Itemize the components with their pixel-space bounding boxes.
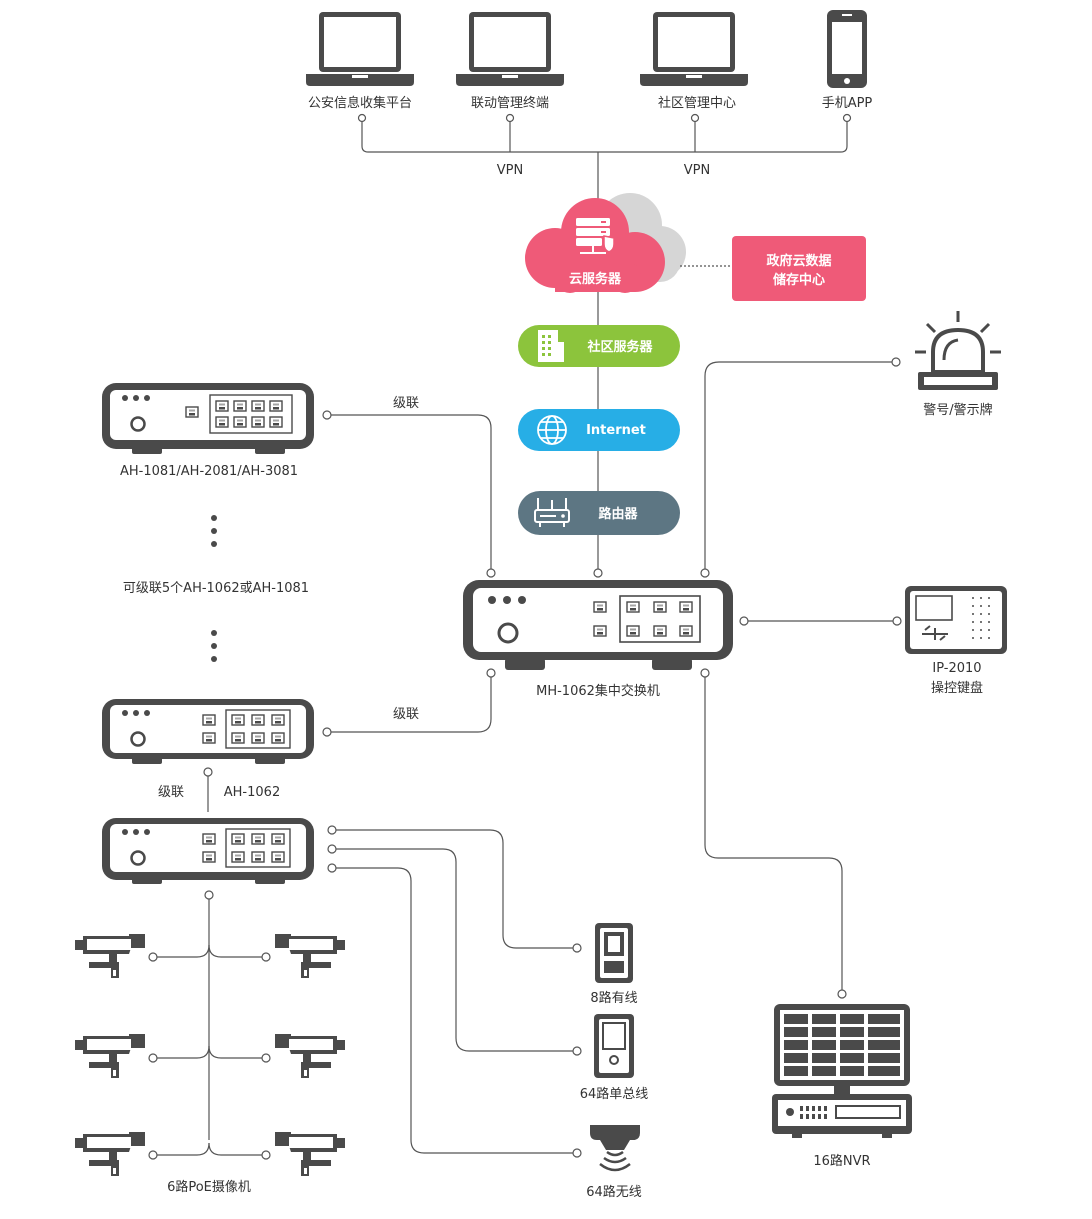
camera-5 bbox=[75, 1132, 145, 1176]
keypad-device: IP-2010 操控键盘 bbox=[905, 586, 1007, 696]
camera-4 bbox=[275, 1034, 345, 1078]
client-public-security: 公安信息收集平台 bbox=[306, 12, 414, 111]
globe-icon bbox=[537, 415, 567, 445]
cascade-note: 可级联5个AH-1062或AH-1081 bbox=[123, 581, 309, 596]
router-icon bbox=[534, 498, 570, 527]
camera-icon bbox=[275, 934, 345, 978]
alarm-light-icon bbox=[915, 311, 1001, 390]
camera-2 bbox=[275, 934, 345, 978]
server-icon bbox=[576, 218, 615, 254]
laptop-icon bbox=[640, 12, 748, 86]
vpn-left-label: VPN bbox=[497, 163, 523, 178]
wireless-sensor-icon bbox=[590, 1125, 640, 1140]
vpn-right-label: VPN bbox=[684, 163, 710, 178]
cascade-mid-label: 级联 bbox=[393, 707, 419, 722]
wireless-label: 64路无线 bbox=[586, 1184, 642, 1200]
gov-data-center-line2: 储存中心 bbox=[772, 272, 825, 288]
nvr-device: 16路NVR bbox=[772, 1004, 912, 1169]
camera-3 bbox=[75, 1034, 145, 1078]
main-switch: MH-1062集中交换机 bbox=[463, 580, 733, 699]
camera-icon bbox=[75, 934, 145, 978]
client-community-center: 社区管理中心 bbox=[640, 12, 748, 111]
camera-icon bbox=[75, 1034, 145, 1078]
internet-pill: Internet bbox=[518, 409, 680, 451]
building-icon bbox=[538, 330, 564, 362]
ellipsis-dots-top bbox=[211, 515, 217, 547]
laptop-icon bbox=[306, 12, 414, 86]
alarm-device: 警号/警示牌 bbox=[915, 311, 1001, 418]
community-server-pill: 社区服务器 bbox=[518, 325, 680, 367]
community-server-label: 社区服务器 bbox=[586, 339, 653, 355]
main-switch-label: MH-1062集中交换机 bbox=[536, 683, 660, 699]
cascade-top-label: 级联 bbox=[393, 396, 419, 411]
internet-label: Internet bbox=[586, 423, 646, 438]
wired-label: 8路有线 bbox=[590, 990, 637, 1006]
ah-top-switch-label: AH-1081/AH-2081/AH-3081 bbox=[120, 464, 298, 479]
wireless-detector: 64路无线 bbox=[586, 1125, 642, 1200]
bus-detector: 64路单总线 bbox=[580, 1014, 649, 1102]
client-mobile-app: 手机APP bbox=[822, 10, 873, 111]
keypad-model-label: IP-2010 bbox=[932, 661, 981, 676]
cloud-server: 云服务器 bbox=[525, 193, 686, 293]
vpn-bus-line bbox=[361, 120, 848, 153]
client-mobile-app-label: 手机APP bbox=[822, 96, 873, 111]
cascade-bottom-label: 级联 bbox=[158, 785, 184, 800]
client-linkage-terminal: 联动管理终端 bbox=[456, 12, 564, 111]
camera-6 bbox=[275, 1132, 345, 1176]
client-public-security-label: 公安信息收集平台 bbox=[308, 95, 412, 111]
wired-detector: 8路有线 bbox=[590, 923, 638, 1006]
gov-data-center: 政府云数据 储存中心 bbox=[732, 236, 866, 301]
ah-1062-bottom-switch bbox=[102, 818, 314, 884]
laptop-icon bbox=[456, 12, 564, 86]
cloud-server-label: 云服务器 bbox=[569, 271, 622, 287]
alarm-label: 警号/警示牌 bbox=[923, 402, 992, 418]
client-community-center-label: 社区管理中心 bbox=[658, 95, 736, 111]
nvr-label: 16路NVR bbox=[813, 1153, 870, 1169]
client-linkage-terminal-label: 联动管理终端 bbox=[471, 95, 549, 111]
router-label: 路由器 bbox=[598, 506, 638, 522]
router-pill: 路由器 bbox=[518, 491, 680, 535]
camera-icon bbox=[275, 1034, 345, 1078]
camera-1 bbox=[75, 934, 145, 978]
ah-1062-switch bbox=[102, 699, 314, 764]
camera-icon bbox=[275, 1132, 345, 1176]
keypad-name-label: 操控键盘 bbox=[931, 680, 983, 696]
camera-icon bbox=[75, 1132, 145, 1176]
gov-data-center-line1: 政府云数据 bbox=[766, 253, 831, 269]
ellipsis-dots-bottom bbox=[211, 630, 217, 662]
ah-1062-label: AH-1062 bbox=[224, 785, 280, 800]
bus-label: 64路单总线 bbox=[580, 1086, 649, 1102]
cameras-label: 6路PoE摄像机 bbox=[167, 1179, 251, 1195]
ah-top-switch: AH-1081/AH-2081/AH-3081 bbox=[102, 383, 314, 479]
